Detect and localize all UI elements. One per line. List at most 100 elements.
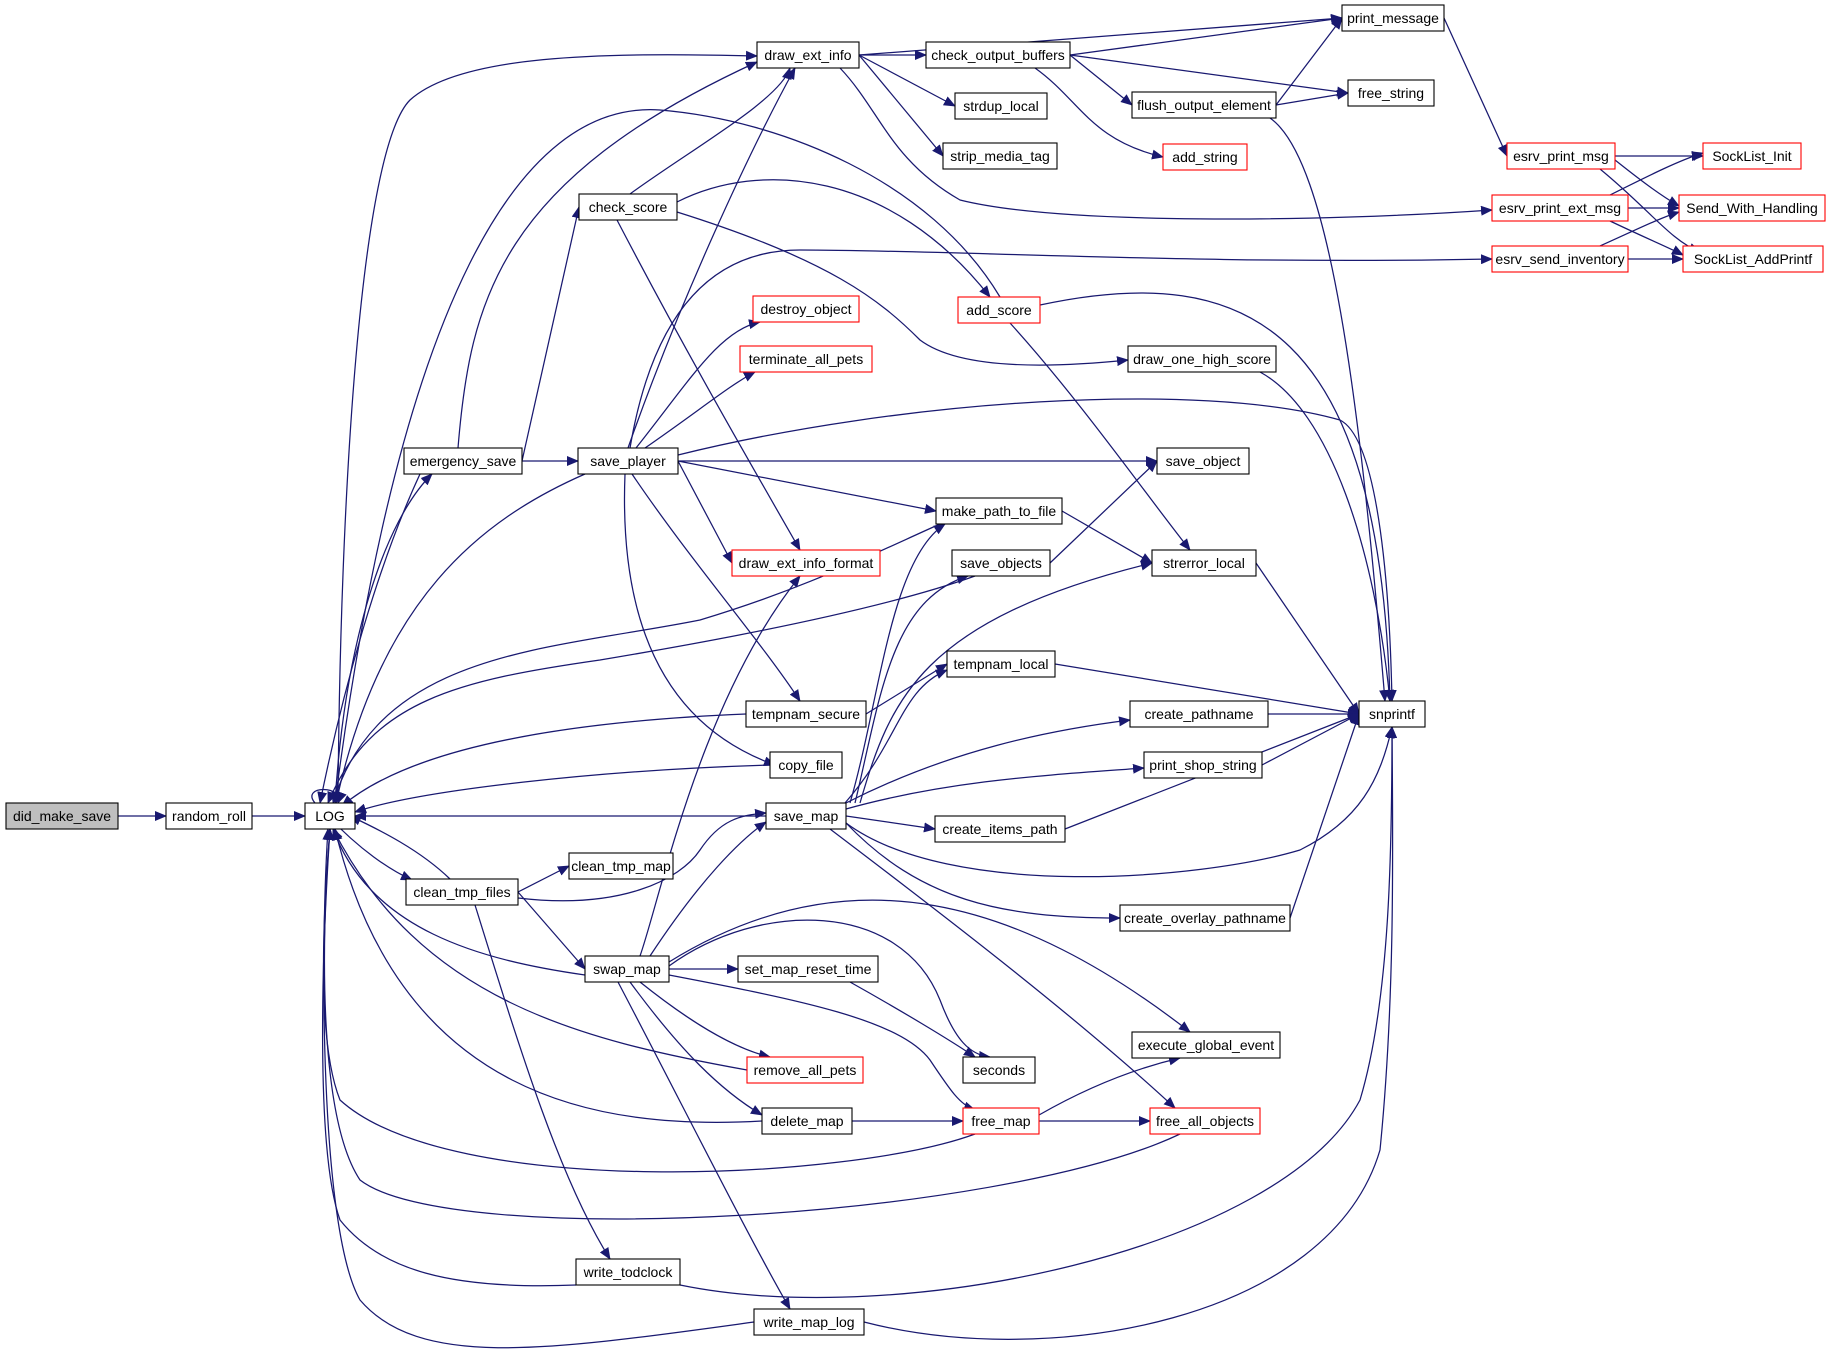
node-box[interactable] <box>1156 447 1250 475</box>
node-box[interactable] <box>304 802 356 830</box>
node-strerror_local[interactable]: strerror_local <box>1151 549 1257 577</box>
node-draw_ext_info_format[interactable]: draw_ext_info_format <box>731 549 881 577</box>
node-did_make_save[interactable]: did_make_save <box>5 802 119 830</box>
node-box[interactable] <box>1131 1031 1281 1059</box>
node-box[interactable] <box>1143 751 1263 779</box>
node-esrv_print_msg[interactable]: esrv_print_msg <box>1506 142 1616 170</box>
node-remove_all_pets[interactable]: remove_all_pets <box>746 1056 864 1084</box>
node-print_shop_string[interactable]: print_shop_string <box>1143 751 1263 779</box>
node-terminate_all_pets[interactable]: terminate_all_pets <box>739 345 873 373</box>
node-box[interactable] <box>753 1308 865 1336</box>
node-tempnam_secure[interactable]: tempnam_secure <box>745 700 867 728</box>
node-tempnam_local[interactable]: tempnam_local <box>946 650 1056 678</box>
node-box[interactable] <box>1678 194 1826 222</box>
node-box[interactable] <box>584 955 670 983</box>
node-Send_With_Handling[interactable]: Send_With_Handling <box>1678 194 1826 222</box>
node-box[interactable] <box>405 878 519 906</box>
node-make_path_to_file[interactable]: make_path_to_file <box>935 497 1063 525</box>
node-box[interactable] <box>946 650 1056 678</box>
node-box[interactable] <box>756 41 860 69</box>
node-box[interactable] <box>962 1056 1036 1084</box>
node-box[interactable] <box>577 447 679 475</box>
node-destroy_object[interactable]: destroy_object <box>752 295 860 323</box>
node-box[interactable] <box>1491 245 1629 273</box>
node-box[interactable] <box>403 447 523 475</box>
node-copy_file[interactable]: copy_file <box>769 751 843 779</box>
node-check_score[interactable]: check_score <box>578 193 678 221</box>
node-box[interactable] <box>745 700 867 728</box>
node-box[interactable] <box>1491 194 1629 222</box>
node-box[interactable] <box>1682 245 1824 273</box>
node-draw_one_high_score[interactable]: draw_one_high_score <box>1127 345 1277 373</box>
node-box[interactable] <box>568 852 674 880</box>
node-flush_output_element[interactable]: flush_output_element <box>1131 91 1277 119</box>
node-box[interactable] <box>951 549 1051 577</box>
node-box[interactable] <box>954 92 1048 120</box>
node-LOG[interactable]: LOG <box>304 802 356 830</box>
node-box[interactable] <box>165 802 253 830</box>
node-save_objects[interactable]: save_objects <box>951 549 1051 577</box>
node-clean_tmp_files[interactable]: clean_tmp_files <box>405 878 519 906</box>
node-esrv_print_ext_msg[interactable]: esrv_print_ext_msg <box>1491 194 1629 222</box>
node-check_output_buffers[interactable]: check_output_buffers <box>925 41 1071 69</box>
node-save_player[interactable]: save_player <box>577 447 679 475</box>
node-box[interactable] <box>761 1107 853 1135</box>
node-box[interactable] <box>1131 91 1277 119</box>
node-box[interactable] <box>942 142 1058 170</box>
node-box[interactable] <box>934 815 1066 843</box>
node-create_pathname[interactable]: create_pathname <box>1129 700 1269 728</box>
node-box[interactable] <box>925 41 1071 69</box>
node-box[interactable] <box>752 295 860 323</box>
node-box[interactable] <box>1506 142 1616 170</box>
node-save_object[interactable]: save_object <box>1156 447 1250 475</box>
node-box[interactable] <box>1127 345 1277 373</box>
node-create_overlay_pathname[interactable]: create_overlay_pathname <box>1119 904 1291 932</box>
node-strdup_local[interactable]: strdup_local <box>954 92 1048 120</box>
node-seconds[interactable]: seconds <box>962 1056 1036 1084</box>
node-swap_map[interactable]: swap_map <box>584 955 670 983</box>
node-box[interactable] <box>957 296 1041 324</box>
node-write_map_log[interactable]: write_map_log <box>753 1308 865 1336</box>
node-box[interactable] <box>1347 79 1435 107</box>
node-write_todclock[interactable]: write_todclock <box>575 1258 681 1286</box>
node-box[interactable] <box>1149 1107 1261 1135</box>
node-esrv_send_inventory[interactable]: esrv_send_inventory <box>1491 245 1629 273</box>
node-SockList_Init[interactable]: SockList_Init <box>1702 142 1802 170</box>
node-box[interactable] <box>731 549 881 577</box>
node-box[interactable] <box>575 1258 681 1286</box>
node-box[interactable] <box>1129 700 1269 728</box>
node-box[interactable] <box>737 955 879 983</box>
node-box[interactable] <box>1119 904 1291 932</box>
node-box[interactable] <box>746 1056 864 1084</box>
node-snprintf[interactable]: snprintf <box>1358 700 1426 728</box>
node-box[interactable] <box>765 802 847 830</box>
node-box[interactable] <box>1162 143 1248 171</box>
node-box[interactable] <box>935 497 1063 525</box>
node-delete_map[interactable]: delete_map <box>761 1107 853 1135</box>
node-box[interactable] <box>1358 700 1426 728</box>
node-execute_global_event[interactable]: execute_global_event <box>1131 1031 1281 1059</box>
node-save_map[interactable]: save_map <box>765 802 847 830</box>
node-box[interactable] <box>1151 549 1257 577</box>
node-draw_ext_info[interactable]: draw_ext_info <box>756 41 860 69</box>
node-box[interactable] <box>1341 4 1445 32</box>
node-add_string[interactable]: add_string <box>1162 143 1248 171</box>
node-clean_tmp_map[interactable]: clean_tmp_map <box>568 852 674 880</box>
node-free_map[interactable]: free_map <box>962 1107 1040 1135</box>
node-box[interactable] <box>962 1107 1040 1135</box>
node-free_string[interactable]: free_string <box>1347 79 1435 107</box>
node-random_roll[interactable]: random_roll <box>165 802 253 830</box>
node-print_message[interactable]: print_message <box>1341 4 1445 32</box>
node-box[interactable] <box>1702 142 1802 170</box>
node-SockList_AddPrintf[interactable]: SockList_AddPrintf <box>1682 245 1824 273</box>
node-box[interactable] <box>769 751 843 779</box>
node-box[interactable] <box>578 193 678 221</box>
node-add_score[interactable]: add_score <box>957 296 1041 324</box>
node-create_items_path[interactable]: create_items_path <box>934 815 1066 843</box>
node-strip_media_tag[interactable]: strip_media_tag <box>942 142 1058 170</box>
node-box[interactable] <box>739 345 873 373</box>
node-box[interactable] <box>5 802 119 830</box>
node-emergency_save[interactable]: emergency_save <box>403 447 523 475</box>
node-set_map_reset_time[interactable]: set_map_reset_time <box>737 955 879 983</box>
node-free_all_objects[interactable]: free_all_objects <box>1149 1107 1261 1135</box>
